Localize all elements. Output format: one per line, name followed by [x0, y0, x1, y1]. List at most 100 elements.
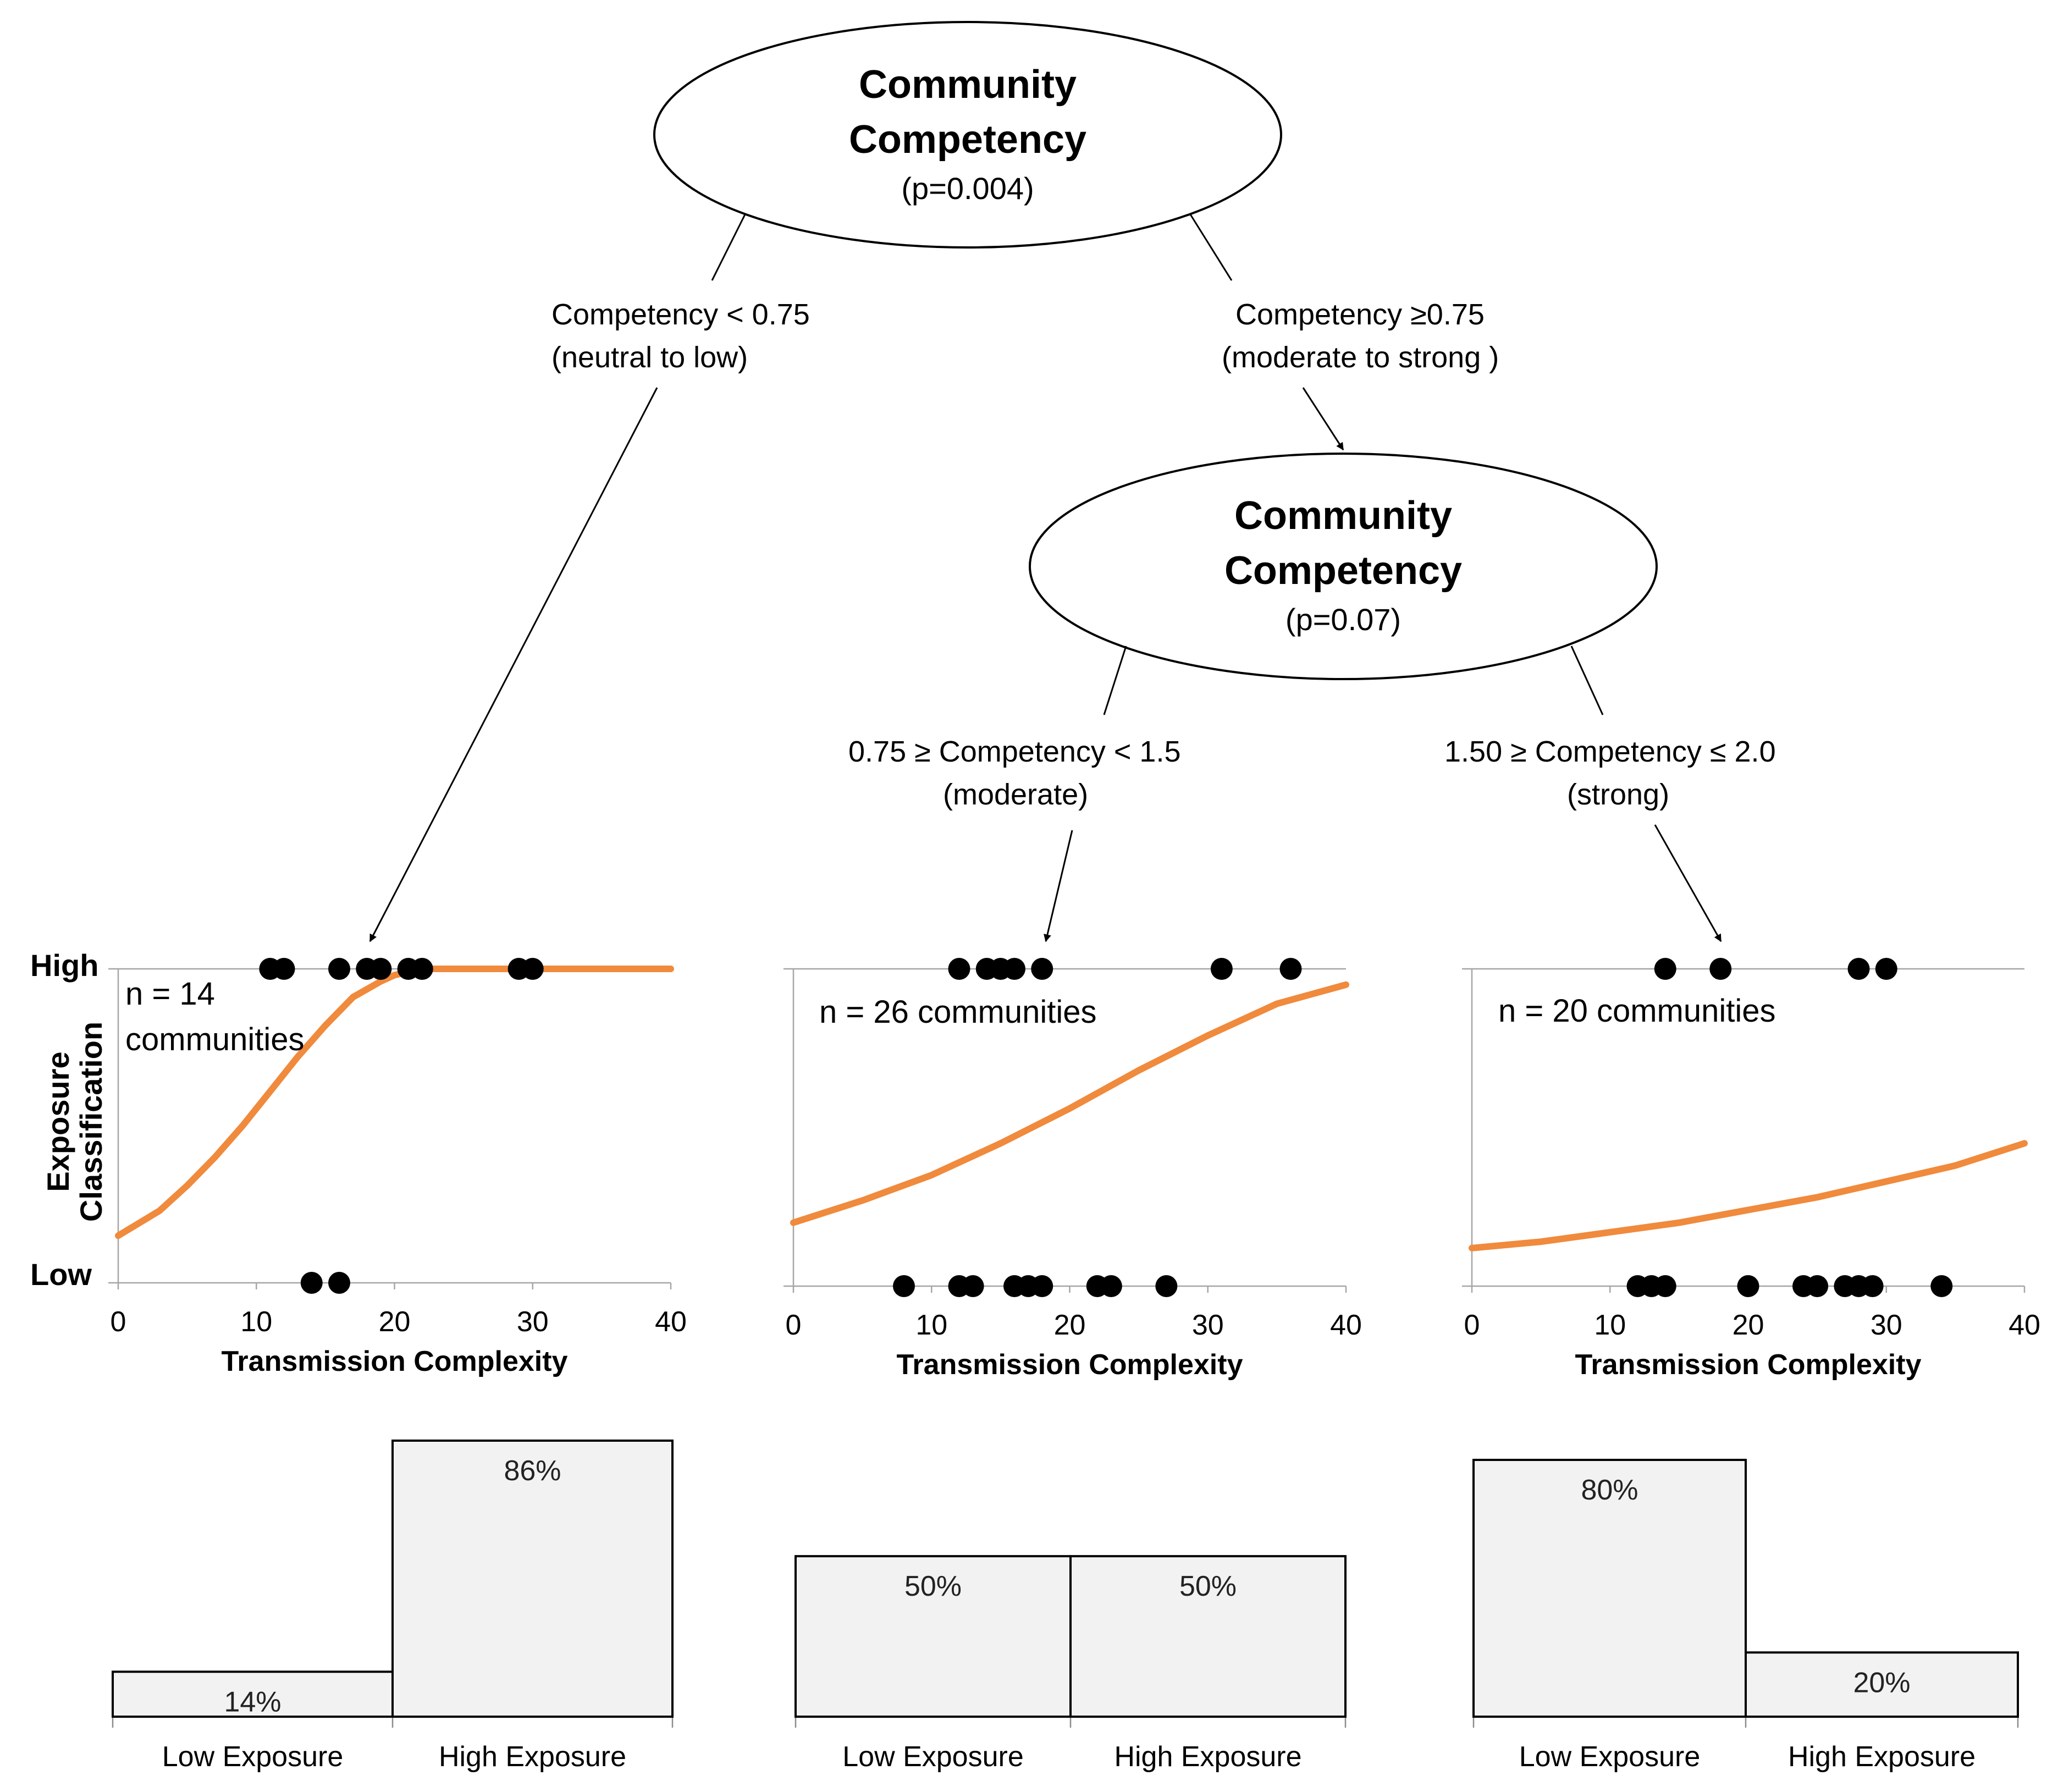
bar-value-label: 20% [1853, 1667, 1910, 1699]
logistic-curve [115, 966, 674, 1239]
bar-category-label: High Exposure [1114, 1741, 1301, 1773]
x-tick-label: 20 [379, 1306, 411, 1338]
high-exposure-point [1875, 958, 1897, 980]
edge-label-right-line1: Competency ≥0.75 [1235, 298, 1485, 331]
edge-label-moderate-line1: 0.75 ≥ Competency < 1.5 [848, 735, 1181, 768]
high-exposure-point [1210, 958, 1233, 980]
root-node-pvalue: (p=0.004) [901, 171, 1034, 206]
low-exposure-point [1031, 1275, 1053, 1297]
root-node-ellipse [653, 21, 1282, 249]
low-exposure-point [1930, 1275, 1953, 1297]
child-node-pvalue: (p=0.07) [1285, 602, 1401, 637]
x-tick-label: 20 [1733, 1309, 1764, 1341]
exposure-bar [1745, 1651, 2019, 1718]
y-axis-title-line1: Exposure [41, 1051, 75, 1192]
high-exposure-point [1709, 958, 1732, 980]
x-tick-label: 40 [655, 1306, 687, 1338]
bar-value-label: 50% [904, 1570, 962, 1602]
x-tick-label: 0 [1464, 1309, 1480, 1341]
sample-size-annotation-line2: communities [125, 1022, 305, 1057]
high-exposure-point [369, 958, 392, 980]
y-axis-low-label: Low [30, 1257, 92, 1292]
exposure-bar [795, 1555, 1072, 1718]
high-exposure-point [1847, 958, 1870, 980]
arrow-to-panel-3 [1654, 824, 1722, 942]
sample-size-annotation: n = 14 [125, 976, 215, 1012]
bar-panel-neutral-low: 14% Low Exposure 86% High Exposure [112, 1440, 674, 1773]
x-tick-label: 0 [786, 1309, 802, 1341]
x-tick-label: 30 [1192, 1309, 1224, 1341]
low-exposure-point [1155, 1275, 1178, 1297]
exposure-bar [391, 1440, 674, 1718]
root-node-title-line1: Community [859, 63, 1077, 107]
bar-value-label: 50% [1179, 1570, 1237, 1602]
bar-category-label: Low Exposure [842, 1741, 1024, 1773]
arrow-right-to-child-node [1302, 387, 1344, 451]
bar-value-label: 86% [504, 1455, 561, 1487]
sample-size-annotation: n = 20 communities [1498, 993, 1776, 1029]
x-tick-label: 40 [1330, 1309, 1362, 1341]
bar-category-label: High Exposure [439, 1741, 626, 1773]
edge-label-strong-line1: 1.50 ≥ Competency ≤ 2.0 [1444, 735, 1776, 768]
logistic-curve [1469, 1140, 2028, 1251]
low-exposure-point [1100, 1275, 1122, 1297]
bar-value-label: 80% [1581, 1474, 1638, 1506]
low-exposure-point [1737, 1275, 1759, 1297]
low-exposure-point [1654, 1275, 1676, 1297]
x-tick-label: 10 [915, 1309, 947, 1341]
edge-root-right-upper [1189, 214, 1233, 281]
high-exposure-point [1279, 958, 1302, 980]
arrow-to-panel-2 [1044, 830, 1073, 942]
edge-label-left-line1: Competency < 0.75 [551, 298, 810, 331]
edge-child-left-upper [1103, 646, 1127, 715]
low-exposure-point [962, 1275, 984, 1297]
x-axis-title: Transmission Complexity [1575, 1349, 1922, 1381]
bar-panel-moderate: 50% Low Exposure 50% High Exposure [795, 1555, 1347, 1773]
y-axis-title-line2: Classification [74, 1022, 108, 1222]
x-tick-label: 30 [1871, 1309, 1902, 1341]
x-tick-label: 10 [1594, 1309, 1626, 1341]
child-node-title-line1: Community [1234, 494, 1452, 538]
high-exposure-point [1031, 958, 1053, 980]
high-exposure-point [1003, 958, 1025, 980]
root-node: Community Competency (p=0.004) [653, 21, 1282, 249]
edge-child-right-upper [1570, 646, 1604, 715]
high-exposure-point [1654, 958, 1676, 980]
root-node-title-line2: Competency [849, 118, 1086, 162]
bar-panel-strong: 80% Low Exposure 20% High Exposure [1472, 1459, 2019, 1773]
child-node: Community Competency (p=0.07) [1029, 453, 1658, 680]
bar-value-label: 14% [224, 1686, 281, 1718]
x-tick-label: 10 [240, 1306, 272, 1338]
x-axis-title: Transmission Complexity [897, 1349, 1243, 1381]
high-exposure-point [948, 958, 970, 980]
high-exposure-point [411, 958, 433, 980]
edge-label-left-line2: (neutral to low) [551, 341, 748, 374]
x-tick-label: 0 [111, 1306, 126, 1338]
low-exposure-point [328, 1272, 350, 1294]
high-exposure-point [328, 958, 350, 980]
low-exposure-point [893, 1275, 915, 1297]
bar-category-label: High Exposure [1788, 1741, 1976, 1773]
sample-size-annotation: n = 26 communities [819, 994, 1097, 1030]
bar-category-label: Low Exposure [162, 1741, 344, 1773]
exposure-bar [1472, 1459, 1747, 1718]
high-exposure-point [273, 958, 295, 980]
edge-label-strong-line2: (strong) [1567, 778, 1669, 811]
low-exposure-point [1861, 1275, 1884, 1297]
arrow-left-to-panel-1 [369, 387, 658, 942]
bar-category-label: Low Exposure [1519, 1741, 1701, 1773]
x-tick-label: 40 [2009, 1309, 2040, 1341]
edge-label-right-line2: (moderate to strong ) [1222, 341, 1499, 374]
exposure-bar [1069, 1555, 1347, 1718]
child-node-ellipse [1029, 453, 1658, 680]
y-axis-high-label: High [30, 948, 98, 983]
x-tick-label: 30 [517, 1306, 549, 1338]
logistic-curve [790, 981, 1349, 1226]
x-tick-label: 20 [1054, 1309, 1086, 1341]
low-exposure-point [300, 1272, 323, 1294]
edge-label-moderate-line2: (moderate) [943, 778, 1088, 811]
